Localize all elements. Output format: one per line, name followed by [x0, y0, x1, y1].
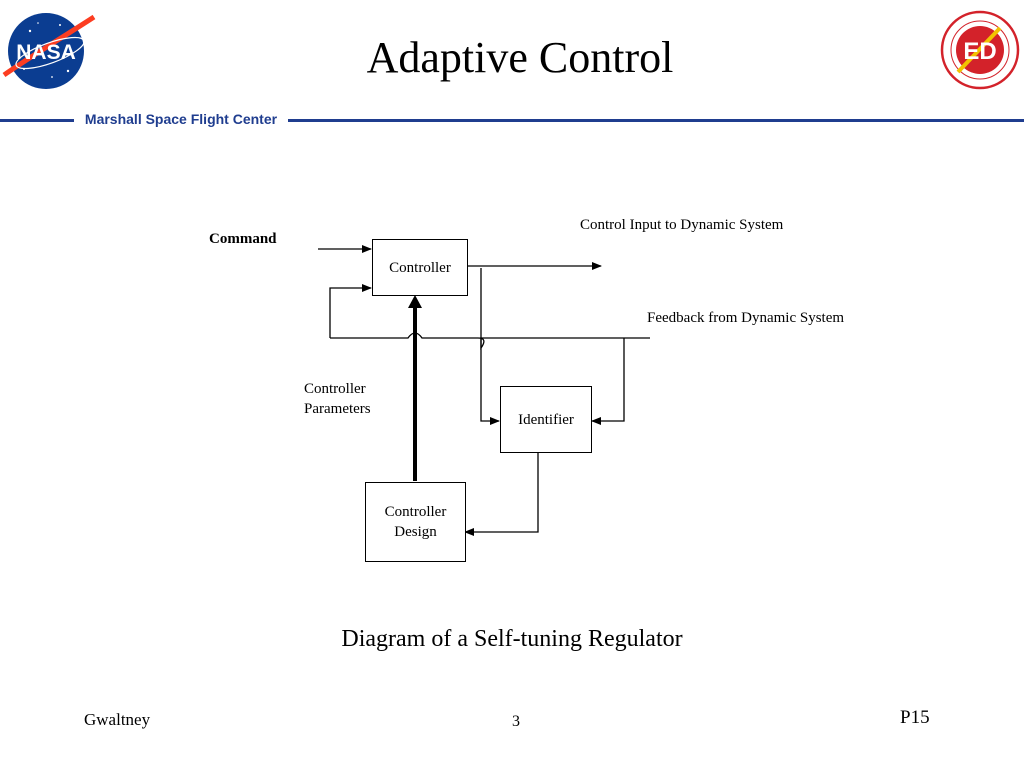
controller-block: Controller: [372, 239, 468, 296]
controller-design-label-line2: Design: [394, 524, 437, 540]
controller-parameters-line1: Controller: [304, 381, 366, 397]
nasa-logo-circle: [8, 13, 84, 89]
diagram-caption: Diagram of a Self-tuning Regulator: [341, 626, 683, 652]
ed-logo: ED: [940, 10, 1020, 90]
nasa-logo-swoosh: [2, 14, 96, 78]
footer-page-number: 3: [512, 713, 520, 730]
controller-block-label: Controller: [389, 259, 451, 276]
center-name: Marshall Space Flight Center: [84, 111, 278, 127]
nasa-logo-text: NASA: [16, 41, 76, 64]
footer-page-ref: P15: [900, 707, 930, 728]
controller-design-block: Controller Design: [365, 482, 466, 562]
feedback-to-controller-arrow: [329, 284, 372, 338]
header-rule-left: [0, 119, 74, 122]
identifier-block-label: Identifier: [518, 411, 574, 428]
control-input-label: Control Input to Dynamic System: [580, 217, 784, 233]
controller-design-label-line1: Controller: [384, 504, 447, 520]
controller-parameters-arrowhead: [408, 295, 422, 308]
page-title: Adaptive Control: [366, 33, 674, 82]
identifier-to-design-arrow: [464, 453, 539, 536]
controller-parameters-label: Controller Parameters: [304, 379, 371, 419]
nasa-logo: NASA: [2, 13, 96, 89]
input-to-identifier-arrow: [480, 268, 500, 425]
command-label: Command: [209, 231, 277, 247]
footer-author: Gwaltney: [84, 710, 151, 729]
controller-parameters-line2: Parameters: [304, 401, 371, 417]
header-rule-right: [288, 119, 1024, 122]
feedback-line: [330, 332, 650, 351]
identifier-block: Identifier: [500, 386, 592, 453]
feedback-label: Feedback from Dynamic System: [647, 310, 845, 326]
ed-logo-text: ED: [963, 38, 996, 65]
feedback-to-identifier-arrow: [591, 338, 625, 425]
